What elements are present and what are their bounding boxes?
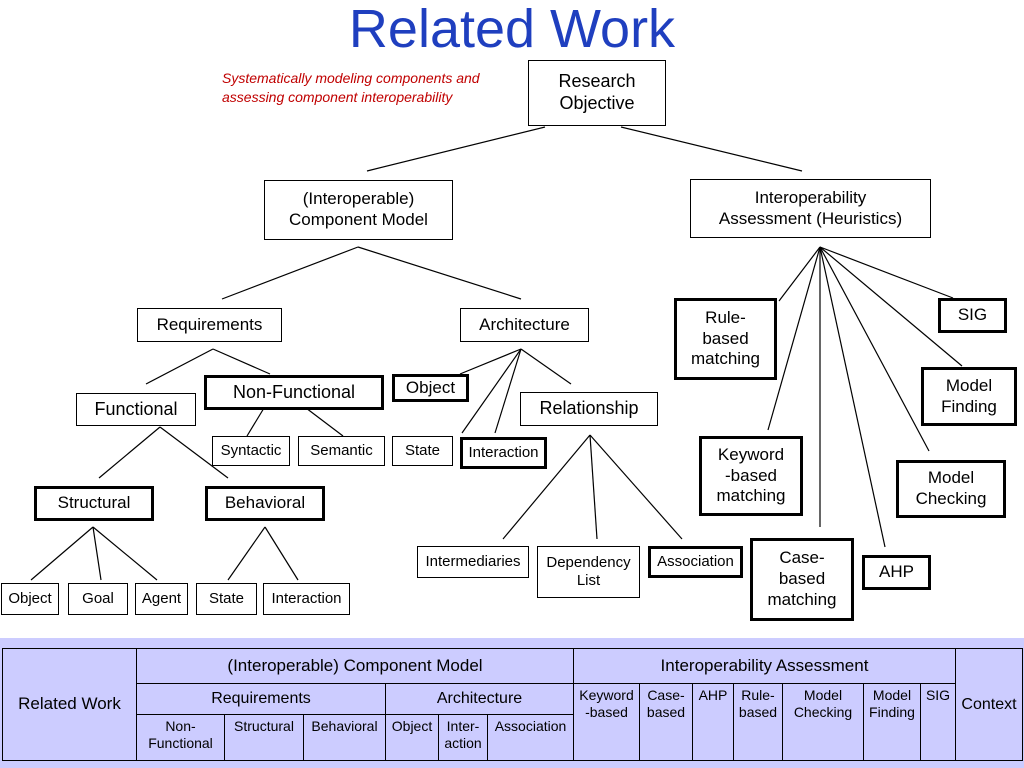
table-context: Context <box>955 648 1023 761</box>
dependency-list-node: Dependency List <box>537 546 640 598</box>
behavioral-interaction-node: Interaction <box>263 583 350 615</box>
functional-node: Functional <box>76 393 196 426</box>
edge-requirements-nonfunctional <box>212 348 271 375</box>
table-group-component-model: (Interoperable) Component Model <box>136 648 574 684</box>
edge-assessment-keyword <box>767 246 821 431</box>
table-rule-based: Rule- based <box>733 683 783 761</box>
table-model-checking: Model Checking <box>782 683 864 761</box>
table-requirements: Requirements <box>136 683 386 715</box>
association-node: Association <box>648 546 743 578</box>
edge-assessment-modelfinding <box>819 246 963 367</box>
table-case-based: Case- based <box>639 683 693 761</box>
slide-subtitle: Systematically modeling components and a… <box>222 70 480 105</box>
edge-structural-goal <box>92 526 102 581</box>
structural-goal-node: Goal <box>68 583 128 615</box>
table-keyword-based: Keyword -based <box>573 683 640 761</box>
rule-based-node: Rule- based matching <box>674 298 777 380</box>
edge-assessment-sig <box>819 246 954 299</box>
edge-relationship-dependency <box>589 434 598 540</box>
edge-relationship-association <box>589 434 683 540</box>
architecture-state-node: State <box>392 436 453 466</box>
research-objective-node: Research Objective <box>528 60 666 126</box>
table-model-finding: Model Finding <box>863 683 921 761</box>
architecture-node: Architecture <box>460 308 589 342</box>
table-architecture: Architecture <box>385 683 574 715</box>
structural-object-node: Object <box>1 583 59 615</box>
table-row-header: Related Work <box>2 648 137 761</box>
edge-structural-object <box>30 526 94 581</box>
edge-architecture-relationship <box>520 348 572 385</box>
table-sig: SIG <box>920 683 956 761</box>
keyword-based-node: Keyword -based matching <box>699 436 803 516</box>
interop-assessment-node: Interoperability Assessment (Heuristics) <box>690 179 931 238</box>
edge-assessment-rule <box>778 246 821 302</box>
edge-functional-behavioral <box>159 426 229 479</box>
edge-assessment-modelchecking <box>819 246 930 452</box>
table-non-functional: Non- Functional <box>136 714 225 761</box>
non-functional-node: Non-Functional <box>204 375 384 410</box>
edge-behavioral-interaction <box>264 526 299 581</box>
edge-nonfunctional-syntactic <box>246 407 265 437</box>
edge-component-architecture <box>357 246 522 300</box>
edge-objective-component <box>366 126 546 172</box>
table-interaction: Inter- action <box>438 714 488 761</box>
table-association: Association <box>487 714 574 761</box>
architecture-object-node: Object <box>392 374 469 402</box>
edge-structural-agent <box>92 526 158 581</box>
behavioral-node: Behavioral <box>205 486 325 521</box>
edge-functional-structural <box>98 426 161 479</box>
edge-architecture-object <box>459 348 522 375</box>
semantic-node: Semantic <box>298 436 385 466</box>
structural-node: Structural <box>34 486 154 521</box>
edge-behavioral-state <box>227 526 266 581</box>
edge-requirements-functional <box>145 348 214 385</box>
tree-connectors <box>30 126 963 581</box>
model-checking-node: Model Checking <box>896 460 1006 518</box>
table-ahp: AHP <box>692 683 734 761</box>
relationship-node: Relationship <box>520 392 658 426</box>
behavioral-state-node: State <box>196 583 257 615</box>
structural-agent-node: Agent <box>135 583 188 615</box>
component-model-node: (Interoperable) Component Model <box>264 180 453 240</box>
sig-node: SIG <box>938 298 1007 333</box>
edge-nonfunctional-semantic <box>305 407 344 437</box>
slide-title: Related Work <box>348 0 676 59</box>
edge-relationship-intermediaries <box>502 434 591 540</box>
table-object: Object <box>385 714 439 761</box>
edge-assessment-ahp <box>819 246 886 548</box>
edge-component-requirements <box>221 246 359 300</box>
ahp-node: AHP <box>862 555 931 590</box>
table-structural: Structural <box>224 714 304 761</box>
table-group-interop-assessment: Interoperability Assessment <box>573 648 956 684</box>
edge-objective-assessment <box>620 126 803 172</box>
case-based-node: Case- based matching <box>750 538 854 621</box>
table-behavioral: Behavioral <box>303 714 386 761</box>
related-work-table: Related Work (Interoperable) Component M… <box>2 648 1023 761</box>
edge-architecture-interaction <box>494 348 522 434</box>
model-finding-node: Model Finding <box>921 367 1017 426</box>
requirements-node: Requirements <box>137 308 282 342</box>
syntactic-node: Syntactic <box>212 436 290 466</box>
edge-architecture-state <box>461 348 522 434</box>
architecture-interaction-node: Interaction <box>460 437 547 469</box>
intermediaries-node: Intermediaries <box>417 546 529 578</box>
